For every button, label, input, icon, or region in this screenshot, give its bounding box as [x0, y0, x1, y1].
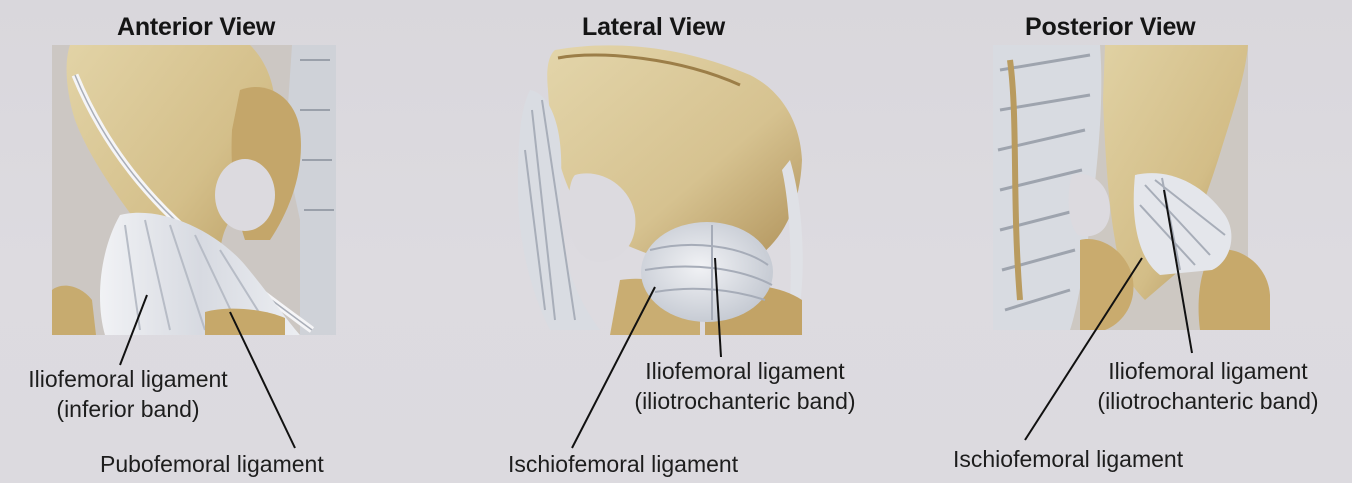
label-iliofemoral-anterior-line1: Iliofemoral ligament [8, 364, 248, 394]
lateral-view-panel: Lateral View [450, 0, 900, 483]
label-iliofemoral-anterior-line2: (inferior band) [8, 394, 248, 424]
label-pubofemoral: Pubofemoral ligament [100, 449, 324, 479]
label-iliofemoral-anterior: Iliofemoral ligament (inferior band) [8, 364, 248, 424]
label-iliofemoral-lateral-line2: (iliotrochanteric band) [615, 386, 875, 416]
label-iliofemoral-lateral: Iliofemoral ligament (iliotrochanteric b… [615, 356, 875, 416]
hip-capsule-lateral [641, 222, 773, 322]
anterior-view-panel: Anterior View [0, 0, 450, 483]
posterior-view-panel: Posterior View [900, 0, 1352, 483]
label-ischiofemoral-lateral: Ischiofemoral ligament [508, 449, 738, 479]
label-iliofemoral-lateral-line1: Iliofemoral ligament [615, 356, 875, 386]
obturator-foramen-anterior [215, 159, 275, 231]
label-iliofemoral-posterior-line2: (iliotrochanteric band) [1078, 386, 1338, 416]
label-iliofemoral-posterior: Iliofemoral ligament (iliotrochanteric b… [1078, 356, 1338, 416]
label-ischiofemoral-posterior: Ischiofemoral ligament [953, 444, 1183, 474]
label-iliofemoral-posterior-line1: Iliofemoral ligament [1078, 356, 1338, 386]
